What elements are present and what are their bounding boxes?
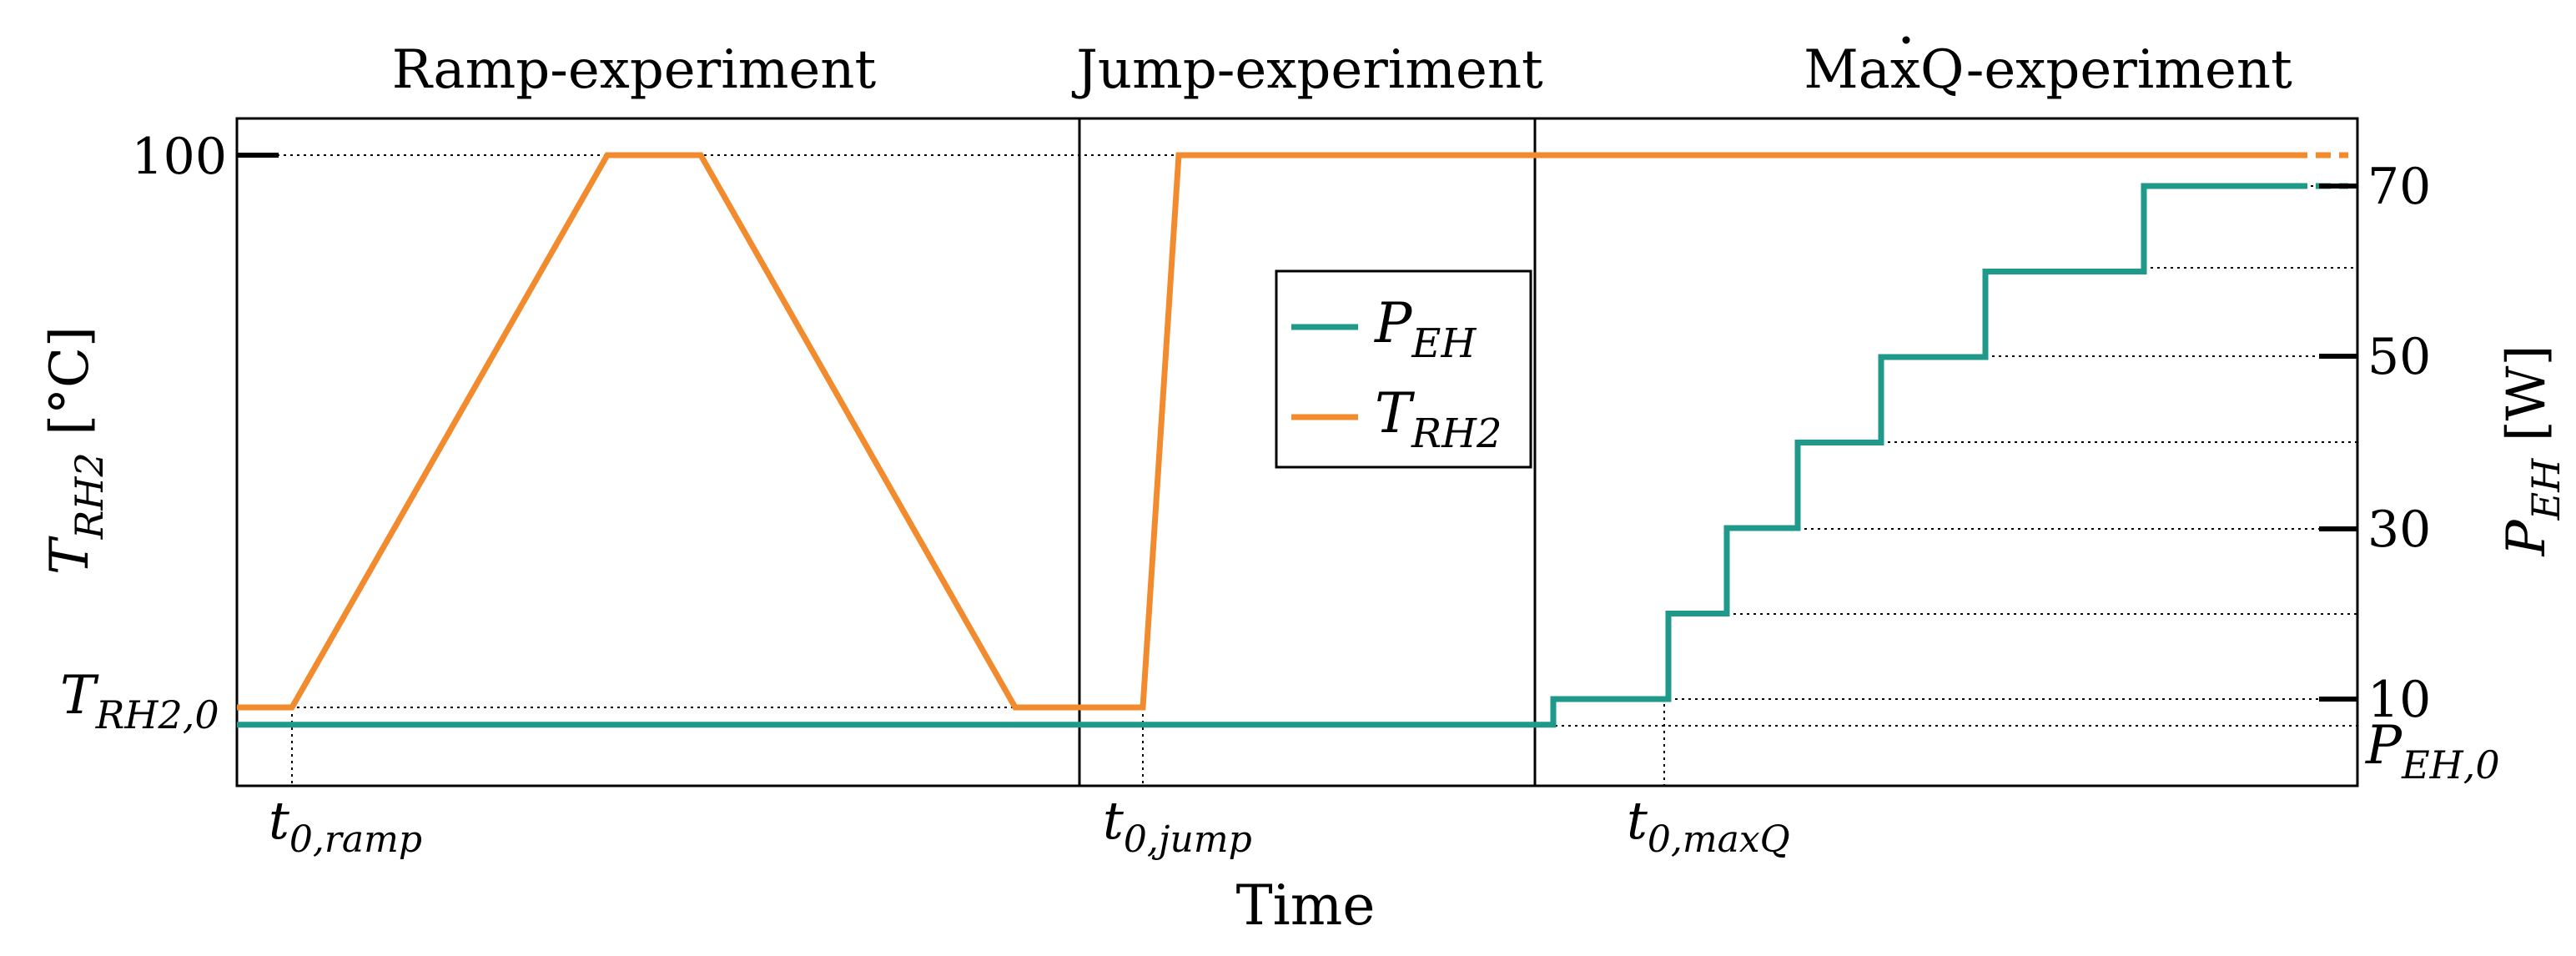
left-base-label-main: T — [60, 665, 99, 727]
t0-ramp-sub: 0,ramp — [289, 818, 422, 861]
plot-frame — [235, 117, 2359, 787]
left-axis-title: TRH2 [°C] — [39, 326, 112, 575]
series-trh2-line — [237, 152, 2292, 711]
left-base-label: TRH2,0 — [60, 665, 219, 737]
q-dot-icon — [1902, 36, 1910, 44]
legend-label-peh: PEH — [1374, 291, 1477, 367]
legend-label-trh2-main: T — [1375, 381, 1416, 445]
legend-box — [1275, 269, 1532, 469]
t0-jump-main: t — [1103, 790, 1124, 851]
panel-title-jump: Jump-experiment — [1071, 39, 1543, 101]
left-axis-title-sub: RH2 — [67, 452, 112, 540]
right-axis-title-unit: [W] — [2496, 345, 2558, 459]
panel-title-ramp: Ramp-experiment — [392, 39, 877, 101]
x-axis-title: Time — [1236, 873, 1376, 938]
t0-ramp-main: t — [269, 790, 289, 851]
right-tick-label-30: 30 — [2367, 501, 2431, 559]
legend-label-trh2: TRH2 — [1375, 381, 1502, 457]
t0-ramp-label: t0,ramp — [269, 790, 422, 861]
right-base-label-main: P — [2365, 715, 2402, 777]
legend-label-peh-sub: EH — [1411, 320, 1477, 367]
t0-maxq-main: t — [1627, 790, 1648, 851]
panel-title-maxq-suffix: -experiment — [1966, 39, 2292, 101]
right-axis-title-sub: EH — [2523, 458, 2568, 521]
panel-title-maxq: MaxQ-experiment — [1804, 39, 2292, 101]
right-base-label-sub: EH,0 — [2401, 742, 2500, 787]
right-tick-label-70: 70 — [2367, 158, 2431, 216]
panel-title-maxq-letter: Q — [1920, 39, 1966, 101]
t0-maxq-sub: 0,maxQ — [1648, 818, 1790, 861]
t0-maxq-label: t0,maxQ — [1627, 790, 1790, 861]
legend-label-peh-main: P — [1374, 291, 1413, 355]
right-base-label: PEH,0 — [2365, 715, 2500, 787]
left-tick-label-100: 100 — [131, 128, 227, 186]
left-axis-title-main: T — [39, 536, 101, 575]
right-tick-label-10: 10 — [2367, 671, 2431, 729]
t0-jump-label: t0,jump — [1103, 790, 1252, 861]
right-tick-label-50: 50 — [2367, 328, 2431, 386]
left-base-label-sub: RH2,0 — [95, 692, 219, 737]
series-peh-line — [237, 183, 2292, 728]
t0-jump-sub: 0,jump — [1124, 818, 1252, 861]
right-axis-title: PEH [W] — [2496, 345, 2568, 557]
left-axis-title-unit: [°C] — [39, 326, 101, 452]
legend-label-trh2-sub: RH2 — [1411, 410, 1502, 457]
panel-title-maxq-prefix: Max — [1804, 39, 1920, 101]
right-axis-title-main: P — [2496, 519, 2558, 556]
